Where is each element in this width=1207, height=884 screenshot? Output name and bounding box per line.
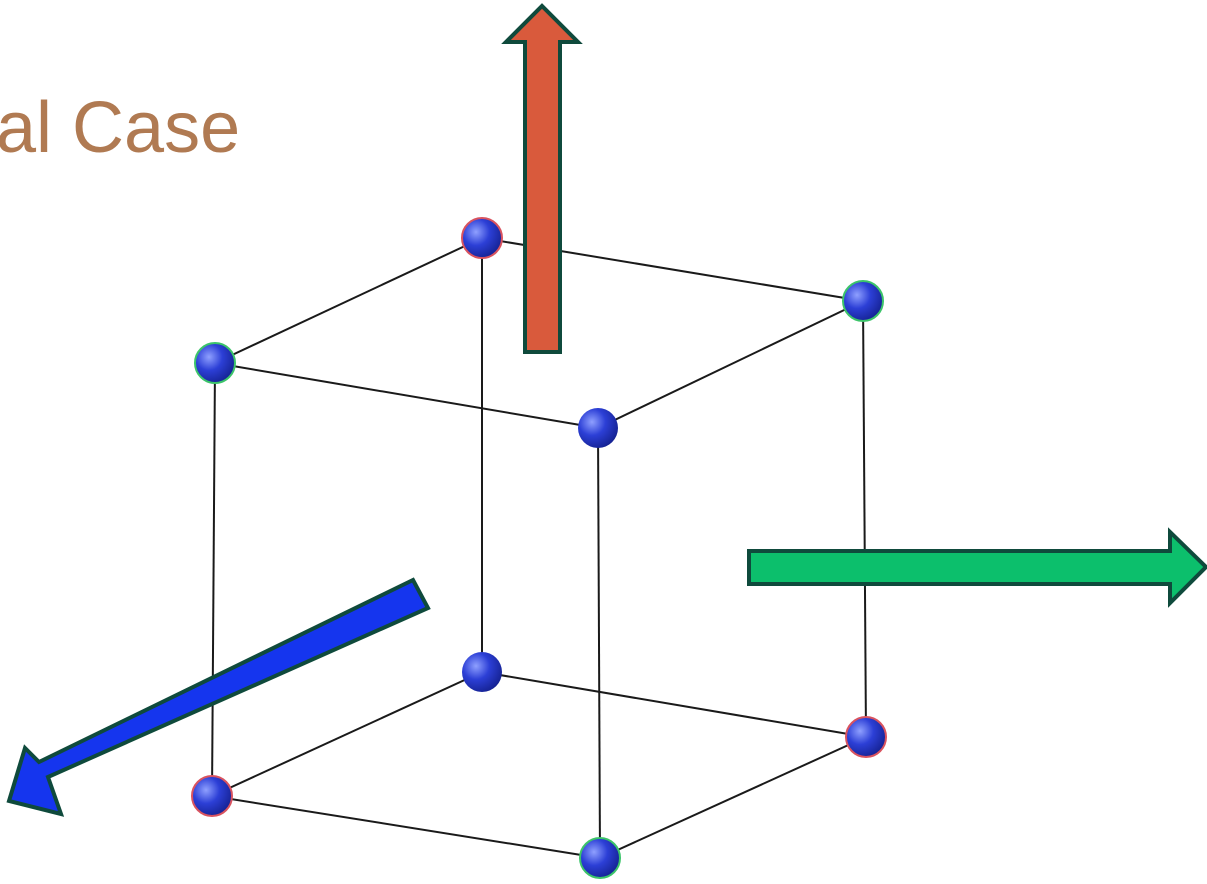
atom-sphere xyxy=(462,652,502,692)
cube-edge xyxy=(597,427,601,859)
atom-sphere xyxy=(194,342,236,384)
up-arrow xyxy=(501,3,583,354)
atom-sphere xyxy=(842,280,884,322)
atom-sphere xyxy=(579,837,621,879)
cube-edge xyxy=(214,362,599,429)
cube-edges xyxy=(211,237,867,859)
cube-edge xyxy=(599,736,867,859)
cube-edge xyxy=(214,237,483,364)
cube-edge xyxy=(211,362,216,797)
atom-sphere xyxy=(191,775,233,817)
atom-sphere xyxy=(845,716,887,758)
atom-sphere xyxy=(578,408,618,448)
cube-edge xyxy=(211,795,601,859)
cube-edge xyxy=(481,671,867,738)
right-arrow xyxy=(747,527,1207,608)
down-left-arrow xyxy=(6,577,431,817)
cube-atoms xyxy=(191,217,887,879)
cube-edge xyxy=(211,671,483,797)
cube-edge xyxy=(862,300,867,738)
cube-edge xyxy=(597,300,864,429)
atom-sphere xyxy=(461,217,503,259)
slide-title: al Case xyxy=(0,88,241,168)
